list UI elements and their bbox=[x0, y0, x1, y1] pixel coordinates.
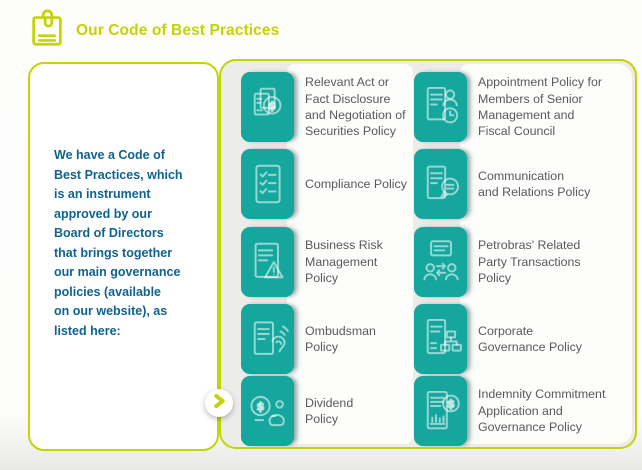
policy-label: Appointment Policy for Members of Senior… bbox=[478, 75, 602, 139]
policy-label: Compliance Policy bbox=[305, 176, 407, 191]
coin-hand-icon: $ bbox=[241, 376, 294, 446]
text-panel-column-1 bbox=[287, 64, 413, 444]
clipboard-icon bbox=[26, 8, 68, 50]
people-exchange-icon bbox=[414, 227, 467, 297]
svg-text:$: $ bbox=[447, 398, 455, 411]
policy-label: Business Risk Management Policy bbox=[305, 238, 383, 286]
document-speech-icon bbox=[414, 149, 467, 219]
policy-label: Ombudsman Policy bbox=[305, 323, 376, 354]
policy-label: Relevant Act or Fact Disclosure and Nego… bbox=[305, 75, 406, 139]
svg-text:$: $ bbox=[268, 99, 276, 112]
document-dollar-chart-icon: $ bbox=[414, 376, 467, 446]
policy-item: Business Risk Management Policy bbox=[241, 227, 412, 297]
chevron-right-button[interactable] bbox=[205, 389, 233, 417]
policy-item: Ombudsman Policy bbox=[241, 304, 412, 374]
policy-label: Dividend Policy bbox=[305, 395, 354, 426]
document-ear-icon bbox=[241, 304, 294, 374]
chevron-right-icon bbox=[206, 388, 232, 419]
document-warning-icon bbox=[241, 227, 294, 297]
document-person-clock-icon bbox=[414, 72, 467, 142]
policy-item: Compliance Policy bbox=[241, 149, 412, 219]
policy-item: Appointment Policy for Members of Senior… bbox=[414, 72, 635, 142]
policy-label: Indemnity Commitment Application and Gov… bbox=[478, 387, 606, 435]
intro-card: We have a Code of Best Practices, which … bbox=[28, 62, 219, 451]
document-dollar-icon: $ bbox=[241, 72, 294, 142]
document-orgchart-icon bbox=[414, 304, 467, 374]
policy-label: Communication and Relations Policy bbox=[478, 168, 591, 199]
policies-panel: $ Relevant Act or Fact Disclosure and Neg… bbox=[219, 59, 637, 449]
policy-item: $ Dividend Policy bbox=[241, 376, 412, 446]
checklist-icon bbox=[241, 149, 294, 219]
policy-item: Petrobras' Related Party Transactions Po… bbox=[414, 227, 635, 297]
svg-text:$: $ bbox=[256, 400, 264, 413]
policy-item: $ Relevant Act or Fact Disclosure and Neg… bbox=[241, 72, 412, 142]
policy-item: Communication and Relations Policy bbox=[414, 149, 635, 219]
policy-item: Corporate Governance Policy bbox=[414, 304, 635, 374]
intro-text: We have a Code of Best Practices, which … bbox=[54, 148, 183, 338]
page-title: Our Code of Best Practices bbox=[76, 22, 280, 39]
policy-item: $ Indemnity Commitment Application and Go… bbox=[414, 376, 635, 446]
policy-label: Petrobras' Related Party Transactions Po… bbox=[478, 238, 581, 286]
policy-label: Corporate Governance Policy bbox=[478, 323, 582, 354]
text-panel-column-2 bbox=[460, 64, 632, 444]
